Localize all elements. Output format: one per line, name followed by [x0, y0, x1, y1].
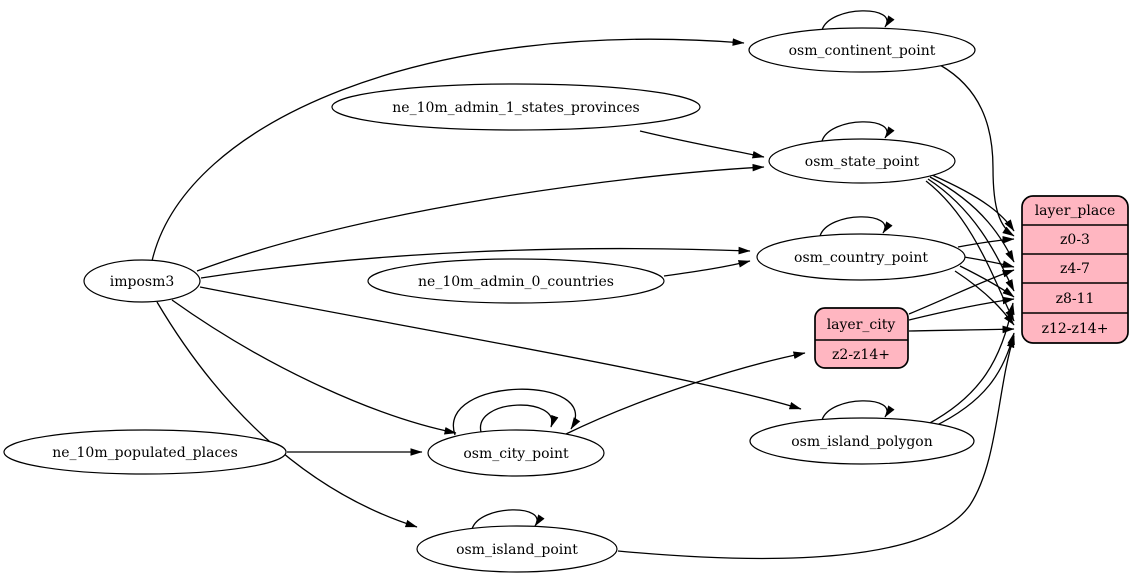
edge-osm_state_point-layer_place-z4-7 [929, 176, 1015, 263]
node-osm_island_point: osm_island_point [416, 525, 618, 573]
node-osm_city_point: osm_city_point [427, 429, 605, 477]
record-title: layer_place [1035, 203, 1116, 219]
record-row: z2-z14+ [832, 347, 890, 363]
node-shape [749, 417, 975, 465]
edge-osm_country_point-layer_place-z0-3 [957, 236, 1015, 248]
node-label: imposm3 [110, 274, 175, 290]
edge-osm_state_point-layer_place-z0-3 [931, 174, 1015, 232]
record-box [1021, 195, 1129, 344]
node-osm_island_polygon: osm_island_polygon [749, 417, 975, 465]
edge-osm_city_point-layer_city [565, 351, 806, 435]
node-shape [83, 259, 201, 303]
edge-osm_country_point-layer_place-z8-11 [959, 265, 1015, 298]
record-row: z12-z14+ [1042, 321, 1109, 337]
node-label: osm_island_point [456, 542, 578, 558]
node-label: osm_island_polygon [791, 434, 933, 450]
edge-layer_city-layer_place-z8-11 [908, 296, 1015, 321]
node-shape [3, 429, 287, 475]
node-osm_country_point: osm_country_point [756, 233, 966, 281]
edge-layer_city-layer_place-z12-z14 [908, 325, 1015, 334]
edge-osm_continent_point-layer_place-z0-3 [939, 64, 1015, 237]
edge-imposm3-osm_city_point [171, 299, 457, 435]
record-row: z0-3 [1060, 232, 1090, 248]
node-ne_10m_populated_places: ne_10m_populated_places [3, 429, 287, 475]
edge-imposm3-osm_island_point [156, 301, 418, 528]
self-loop-outer-osm_city_point [452, 388, 581, 436]
node-ne_10m_admin_0_countries: ne_10m_admin_0_countries [367, 258, 665, 304]
node-shape [367, 258, 665, 304]
node-label: ne_10m_populated_places [52, 445, 238, 461]
node-osm_state_point: osm_state_point [768, 138, 956, 184]
edge-layer_city-layer_place-z4-7 [908, 269, 1015, 315]
node-label: ne_10m_admin_0_countries [418, 274, 614, 290]
node-shape [748, 27, 976, 73]
record-layer_city: layer_city z2-z14+ [814, 307, 909, 369]
node-imposm3: imposm3 [83, 259, 201, 303]
record-row: z4-7 [1060, 261, 1090, 277]
self-loop-osm_island_polygon [821, 400, 895, 421]
node-shape [416, 525, 618, 573]
edge-osm_island_point-layer_place-z12-z14 [617, 335, 1015, 560]
edge-layer [151, 10, 1015, 560]
edge-imposm3-osm_island_polygon [199, 286, 802, 410]
node-shape [768, 138, 956, 184]
node-label: osm_city_point [463, 446, 569, 462]
self-loop-inner-osm_city_point [480, 404, 559, 433]
node-label: ne_10m_admin_1_states_provinces [392, 100, 639, 116]
self-loop-osm_continent_point [821, 10, 895, 31]
self-loop-osm_island_point [471, 509, 545, 530]
self-loop-osm_state_point [821, 121, 895, 142]
edge-imposm3-osm_state_point [196, 163, 765, 272]
node-shape [756, 233, 966, 281]
record-row: z8-11 [1056, 291, 1095, 307]
node-label: osm_continent_point [789, 43, 936, 59]
edge-osm_country_point-layer_place-z4-7 [963, 256, 1015, 268]
self-loop-osm_country_point [819, 216, 893, 237]
record-title: layer_city [827, 317, 896, 333]
edge-osm_island_polygon-layer_place-z12-z14 [932, 332, 1015, 428]
edge-osm_state_point-layer_place-z8-11 [927, 178, 1015, 292]
record-layer_place: layer_place z0-3 z4-7 z8-11 z12-z14+ [1021, 195, 1129, 344]
edge-ne_10m_admin_0_countries-osm_country_point [663, 260, 751, 277]
node-label: osm_country_point [794, 250, 928, 266]
node-shape [331, 83, 701, 131]
node-shape [427, 429, 605, 477]
node-osm_continent_point: osm_continent_point [748, 27, 976, 73]
node-label: osm_state_point [805, 154, 920, 170]
edge-ne_10m_admin_1_states_provinces-osm_state_point [639, 130, 765, 159]
edge-osm_island_polygon-layer_place-z8-11 [927, 302, 1015, 425]
edge-imposm3-osm_continent_point [151, 38, 745, 262]
record-box [814, 307, 909, 369]
node-ne_10m_admin_1_states_provinces: ne_10m_admin_1_states_provinces [331, 83, 701, 131]
edge-imposm3-osm_country_point [200, 246, 751, 279]
